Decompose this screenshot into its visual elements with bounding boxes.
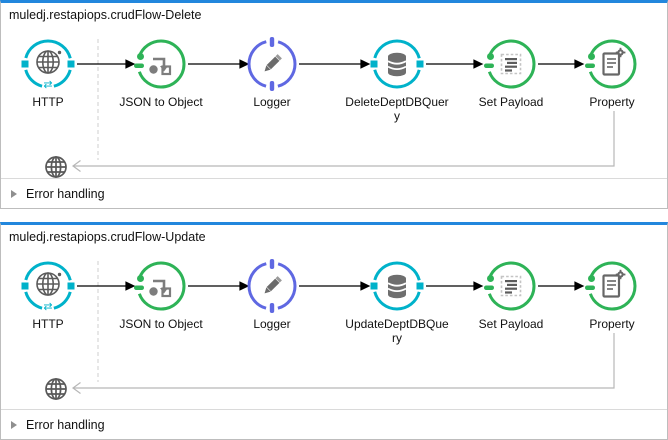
node-label: HTTP (32, 95, 64, 109)
globe-icon[interactable] (44, 377, 68, 401)
globe-icon[interactable] (44, 155, 68, 179)
node-set-payload[interactable]: Set Payload (456, 258, 566, 331)
database-icon (369, 258, 425, 314)
node-label: JSON to Object (119, 95, 203, 109)
node-label: UpdateDeptDBQue (345, 317, 449, 331)
node-db-query[interactable]: UpdateDeptDBQue ry (342, 258, 452, 346)
database-icon (369, 36, 425, 92)
http-listener-icon (20, 36, 76, 92)
pencil-icon (244, 258, 300, 314)
transform-icon (133, 258, 189, 314)
node-label: Logger (253, 317, 291, 331)
node-label-line2: ry (392, 331, 402, 346)
node-property[interactable]: Property (557, 36, 667, 109)
node-json-to-object[interactable]: JSON to Object (106, 36, 216, 109)
node-label: DeleteDeptDBQuer (345, 95, 449, 109)
flow-container-delete[interactable]: muledj.restapiops.crudFlow-Delete HTTP J… (0, 0, 668, 209)
node-label: JSON to Object (119, 317, 203, 331)
document-gear-icon (584, 36, 640, 92)
flow-title[interactable]: muledj.restapiops.crudFlow-Update (9, 230, 206, 244)
node-db-query[interactable]: DeleteDeptDBQuer y (342, 36, 452, 124)
transform-icon (133, 36, 189, 92)
node-property[interactable]: Property (557, 258, 667, 331)
error-handling-label: Error handling (26, 186, 105, 201)
node-logger[interactable]: Logger (217, 36, 327, 109)
node-label: HTTP (32, 317, 64, 331)
node-logger[interactable]: Logger (217, 258, 327, 331)
node-set-payload[interactable]: Set Payload (456, 36, 566, 109)
payload-lines-icon (483, 36, 539, 92)
error-handling-section[interactable]: Error handling (1, 178, 667, 208)
node-label: Property (589, 95, 635, 109)
payload-lines-icon (483, 258, 539, 314)
expand-triangle-icon[interactable] (11, 189, 17, 198)
flow-container-update[interactable]: muledj.restapiops.crudFlow-Update HTTP J… (0, 222, 668, 440)
node-label: Property (589, 317, 635, 331)
error-handling-label: Error handling (26, 417, 105, 432)
pencil-icon (244, 36, 300, 92)
node-http[interactable]: HTTP (0, 36, 103, 109)
node-label: Logger (253, 95, 291, 109)
error-handling-section[interactable]: Error handling (1, 409, 667, 439)
node-label: Set Payload (478, 317, 544, 331)
flow-title[interactable]: muledj.restapiops.crudFlow-Delete (9, 8, 202, 22)
node-label-line2: y (394, 109, 400, 124)
http-listener-icon (20, 258, 76, 314)
expand-triangle-icon[interactable] (11, 420, 17, 429)
node-http[interactable]: HTTP (0, 258, 103, 331)
node-label: Set Payload (478, 95, 544, 109)
node-json-to-object[interactable]: JSON to Object (106, 258, 216, 331)
document-gear-icon (584, 258, 640, 314)
